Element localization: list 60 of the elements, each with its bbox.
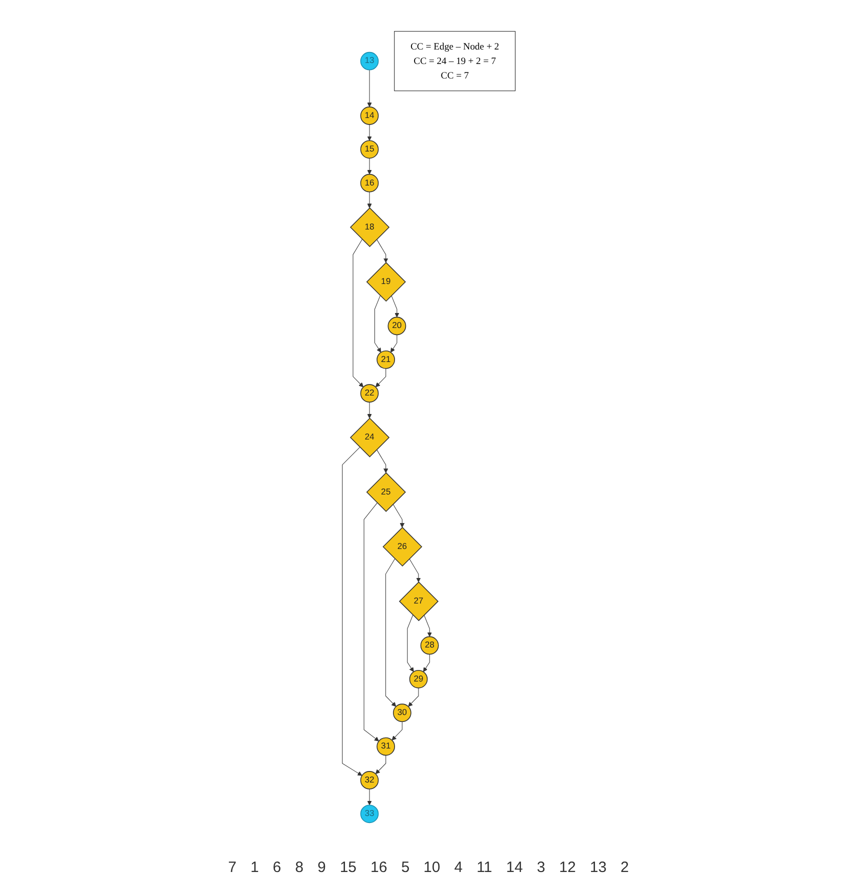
path-number: 5: [401, 859, 410, 876]
path-number: 16: [370, 859, 388, 876]
arrow: [392, 503, 404, 528]
arrow: [406, 614, 414, 672]
path-number: 6: [272, 859, 282, 876]
arrow: [408, 558, 421, 582]
node-circle: 22: [360, 384, 378, 402]
arrow: [375, 754, 386, 774]
node-circle: 30: [392, 703, 412, 722]
arrow: [424, 614, 432, 636]
arrow: [376, 238, 388, 262]
node-circle: 33: [360, 804, 378, 823]
arrow: [363, 502, 379, 741]
arrow: [352, 238, 364, 387]
node-diamond: 18: [350, 206, 390, 247]
arrow: [375, 368, 386, 387]
node-circle: 16: [360, 173, 378, 192]
path-number: 8: [295, 859, 304, 876]
arrow: [390, 294, 400, 317]
node-diamond: 26: [382, 526, 422, 566]
path-number: 3: [536, 859, 546, 876]
arrow: [366, 124, 372, 140]
node-circle: 15: [360, 140, 378, 158]
path-number: 10: [424, 859, 440, 876]
arrow: [366, 191, 372, 208]
path-number: 14: [506, 859, 523, 876]
arrow: [374, 294, 381, 352]
node-diamond: 25: [366, 472, 406, 512]
path-number: 13: [590, 859, 607, 876]
path-number: 11: [476, 859, 492, 876]
node-circle: 14: [360, 106, 378, 124]
path-number: 7: [228, 859, 236, 876]
arrow: [342, 446, 362, 776]
node-circle: 29: [409, 669, 428, 688]
arrow: [391, 720, 402, 740]
node-diamond: 27: [398, 581, 438, 621]
node-diamond: 24: [350, 417, 390, 457]
node-box: CC = Edge – Node + 2 CC = 24 – 19 + 2 = 7 CC = 7: [394, 30, 516, 91]
node-circle: 32: [360, 770, 378, 789]
path-number: 9: [317, 859, 326, 876]
arrow: [422, 654, 430, 672]
arrow: [366, 788, 372, 805]
node-circle: 13: [360, 51, 378, 70]
arrow: [385, 558, 396, 706]
path-number: 15: [340, 859, 356, 876]
node-circle: 21: [376, 350, 395, 368]
path-number: 1: [250, 859, 259, 876]
node-circle: 28: [420, 636, 439, 654]
arrow: [366, 69, 372, 107]
arrow: [408, 687, 418, 706]
arrow: [376, 448, 388, 473]
arrow: [366, 401, 372, 418]
node-diamond: 19: [366, 262, 406, 302]
node-circle: 31: [376, 736, 395, 756]
path-number: 12: [559, 859, 576, 876]
arrow: [366, 157, 372, 174]
path-number: 4: [454, 859, 463, 876]
arrow: [390, 334, 397, 352]
node-circle: 20: [387, 316, 406, 335]
path-number: 2: [620, 859, 629, 876]
